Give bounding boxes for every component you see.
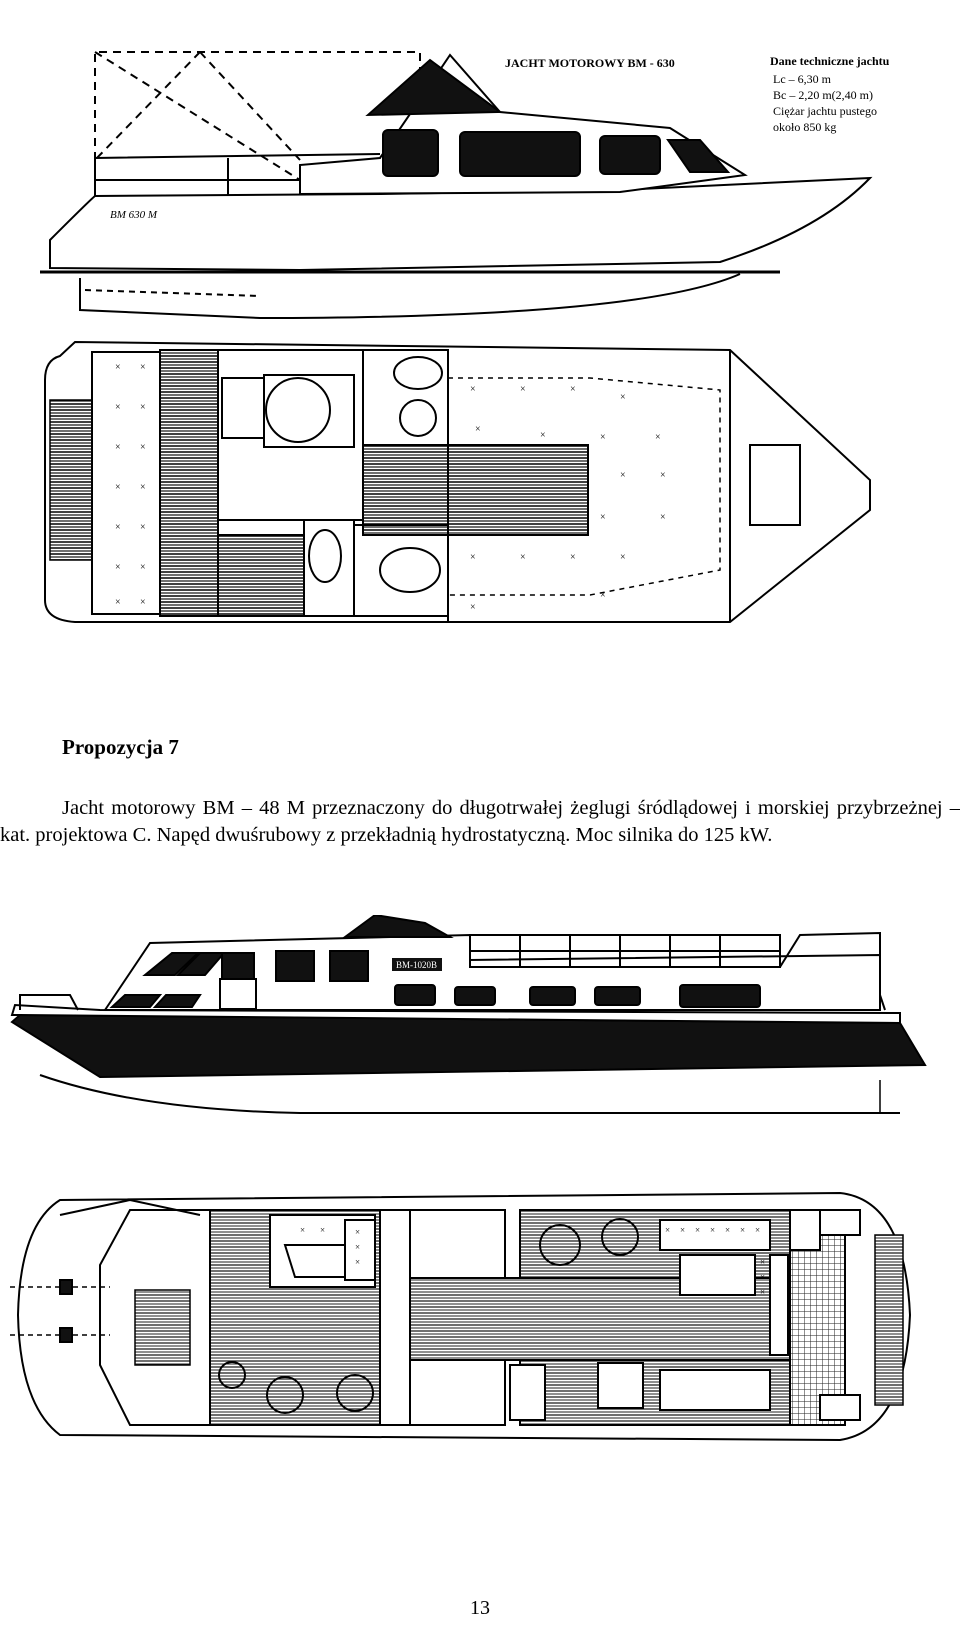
bm48-hull-label-bg (392, 958, 442, 971)
svg-text:×: × (760, 1257, 765, 1267)
svg-text:×: × (760, 1287, 765, 1297)
bm48-hull-label: BM-1020B (396, 960, 437, 970)
bm48-deck-rivets: × × × × × × × × × × × × × × × (300, 1225, 765, 1297)
svg-text:×: × (140, 482, 146, 493)
svg-text:×: × (760, 1272, 765, 1282)
svg-text:×: × (115, 482, 121, 493)
svg-text:×: × (470, 602, 476, 613)
svg-text:×: × (540, 430, 546, 441)
svg-text:×: × (725, 1225, 730, 1235)
svg-text:×: × (140, 597, 146, 608)
svg-text:×: × (320, 1225, 325, 1235)
spec-line-4: około 850 kg (773, 120, 836, 134)
section-paragraph-text: Jacht motorowy BM – 48 M przeznaczony do… (0, 797, 960, 846)
svg-text:×: × (620, 470, 626, 481)
section-paragraph: Jacht motorowy BM – 48 M przeznaczony do… (0, 795, 960, 849)
svg-text:×: × (115, 562, 121, 573)
svg-text:×: × (140, 402, 146, 413)
svg-text:×: × (660, 512, 666, 523)
svg-text:×: × (600, 590, 606, 601)
svg-text:×: × (355, 1227, 360, 1237)
svg-text:×: × (470, 384, 476, 395)
svg-text:×: × (600, 512, 606, 523)
bm630-title: JACHT MOTOROWY BM - 630 (505, 56, 675, 70)
specs-title: Dane techniczne jachtu (770, 54, 890, 68)
bm630-plan-view (44, 340, 871, 623)
svg-text:×: × (140, 522, 146, 533)
svg-text:×: × (115, 522, 121, 533)
bm48-plan-view (10, 1191, 912, 1442)
svg-text:×: × (115, 402, 121, 413)
yacht-bm48-drawing: BM-1020B (10, 915, 927, 1442)
bm630-side-view (40, 51, 873, 320)
svg-text:×: × (115, 362, 121, 373)
spec-line-2: Bc – 2,20 m(2,40 m) (773, 88, 873, 102)
bm630-hull-label: BM 630 M (110, 209, 158, 221)
svg-text:×: × (115, 597, 121, 608)
svg-text:×: × (355, 1242, 360, 1252)
svg-text:×: × (620, 552, 626, 563)
svg-text:×: × (600, 432, 606, 443)
spec-line-1: Lc – 6,30 m (773, 72, 832, 86)
svg-text:×: × (140, 562, 146, 573)
bm48-side-view (10, 915, 927, 1114)
svg-text:×: × (140, 442, 146, 453)
svg-text:×: × (570, 384, 576, 395)
svg-text:×: × (475, 424, 481, 435)
svg-text:×: × (740, 1225, 745, 1235)
svg-text:×: × (140, 362, 146, 373)
svg-text:×: × (710, 1225, 715, 1235)
svg-text:×: × (665, 1225, 670, 1235)
svg-text:×: × (355, 1257, 360, 1267)
bm630-deck-rivets: × × × × × × × × × × × × × × × × × × × × × × × × × × × × ×… (115, 362, 666, 613)
svg-text:×: × (620, 392, 626, 403)
section-heading: Propozycja 7 (62, 735, 179, 759)
svg-text:×: × (470, 552, 476, 563)
page-number: 13 (470, 1597, 490, 1619)
yacht-bm630-drawing: BM 630 M JACHT MOTOROWY BM - 630 Dane te… (40, 51, 890, 623)
svg-text:×: × (695, 1225, 700, 1235)
svg-text:×: × (655, 432, 661, 443)
svg-text:×: × (570, 552, 576, 563)
svg-text:×: × (520, 384, 526, 395)
spec-line-3: Ciężar jachtu pustego (773, 104, 877, 118)
svg-text:×: × (755, 1225, 760, 1235)
svg-text:×: × (115, 442, 121, 453)
svg-text:×: × (300, 1225, 305, 1235)
svg-text:×: × (520, 552, 526, 563)
svg-text:×: × (680, 1225, 685, 1235)
svg-text:×: × (660, 470, 666, 481)
